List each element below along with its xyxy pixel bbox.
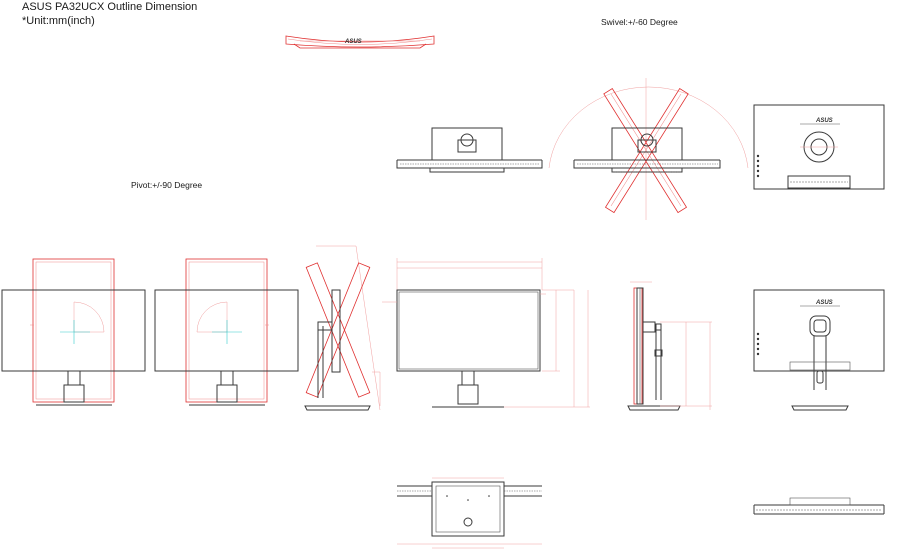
side-view-tilt <box>304 245 381 411</box>
swivel-label: Swivel:+/-60 Degree <box>601 17 678 27</box>
top-view-swivel <box>548 78 749 220</box>
top-view-front <box>396 127 543 173</box>
side-view-right <box>627 281 712 411</box>
bottom-view-monitor <box>753 497 885 515</box>
pivot-label: Pivot:+/-90 Degree <box>131 180 203 190</box>
logo-mark: ASUS <box>344 39 362 45</box>
front-view-main <box>382 258 590 408</box>
rear-view-stand: ASUS <box>753 289 885 411</box>
rear-view-top: ASUS <box>753 104 885 190</box>
logo-mark: ASUS <box>815 300 833 306</box>
drawing-title: ASUS PA32UCX Outline Dimension <box>22 1 198 13</box>
front-view-pivot-right <box>154 258 299 406</box>
top-view-tilt: ASUS <box>285 35 435 49</box>
button-dots <box>756 332 760 356</box>
logo-mark: ASUS <box>815 118 833 124</box>
bottom-view-base <box>397 477 542 549</box>
front-view-pivot-left <box>1 258 146 406</box>
button-dots <box>756 154 760 178</box>
unit-note: *Unit:mm(inch) <box>22 15 95 27</box>
